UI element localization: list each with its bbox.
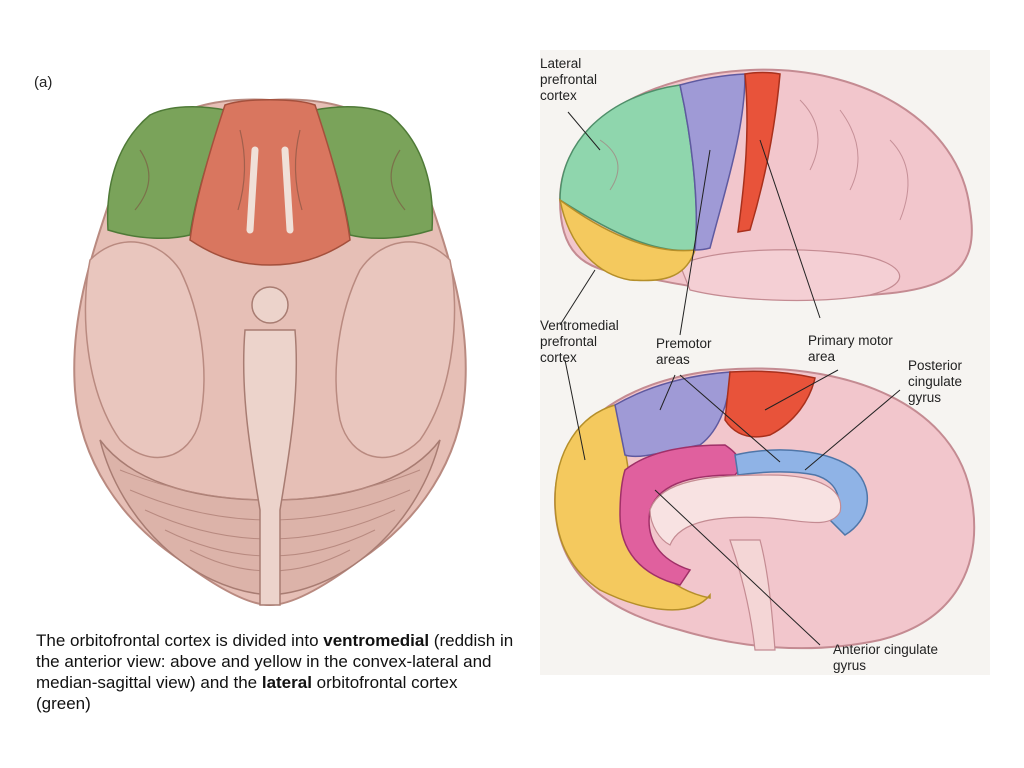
ventromedial-orbitofrontal — [189, 99, 351, 266]
left-temporal-lobe — [84, 241, 205, 459]
leader-premotor-lateral — [679, 149, 711, 336]
brain-diagrams-panel: Lateral prefrontal cortex Ventromedial p… — [540, 50, 990, 675]
caption-bold-ventromedial: ventromedial — [323, 631, 430, 650]
primary-motor-medial — [724, 370, 816, 438]
leader-primary-motor-lateral — [759, 139, 821, 319]
primary-motor-lateral — [737, 71, 781, 233]
panel-label: (a) — [34, 74, 53, 91]
leader-primary-motor-medial — [764, 369, 839, 411]
corpus-callosum — [649, 474, 842, 546]
ventromedial-lateral-view-yellow — [558, 198, 697, 282]
brainstem-medial — [729, 539, 776, 651]
label-premotor-areas: Premotor areas — [656, 336, 712, 367]
leader-posterior-cingulate — [804, 389, 901, 471]
caption-bold-lateral: lateral — [261, 673, 312, 692]
leader-premotor-medial — [659, 374, 676, 411]
label-primary-motor-area: Primary motor area — [808, 333, 893, 364]
olfactory-tract-right — [281, 146, 294, 234]
leader-anterior-cingulate — [654, 489, 821, 646]
label-lateral-prefrontal-cortex: Lateral prefrontal cortex — [540, 56, 598, 103]
leader-premotor-to-cingulate — [679, 374, 781, 463]
leader-ventromedial-medial — [564, 359, 586, 461]
posterior-cingulate-region — [734, 449, 869, 536]
olfactory-tract-left — [246, 146, 259, 234]
right-temporal-lobe — [335, 241, 456, 459]
inferior-brain-illustration — [73, 98, 467, 607]
label-anterior-cingulate-gyrus: Anterior cingulate gyrus — [833, 642, 939, 673]
leader-lateral-prefrontal — [567, 111, 601, 151]
lateral-and-medial-brain-illustration — [553, 68, 976, 651]
temporal-lobe-lateral — [679, 249, 901, 302]
label-ventromedial-prefrontal-cortex: Ventromedial prefrontal cortex — [540, 318, 619, 365]
label-posterior-cingulate-gyrus: Posterior cingulate gyrus — [908, 358, 963, 405]
optic-chiasm — [251, 286, 289, 324]
brainstem — [242, 329, 298, 606]
premotor-lateral — [679, 73, 746, 251]
leader-ventromedial-lateral — [559, 269, 596, 326]
figure-caption: The orbitofrontal cortex is divided into… — [36, 631, 514, 713]
